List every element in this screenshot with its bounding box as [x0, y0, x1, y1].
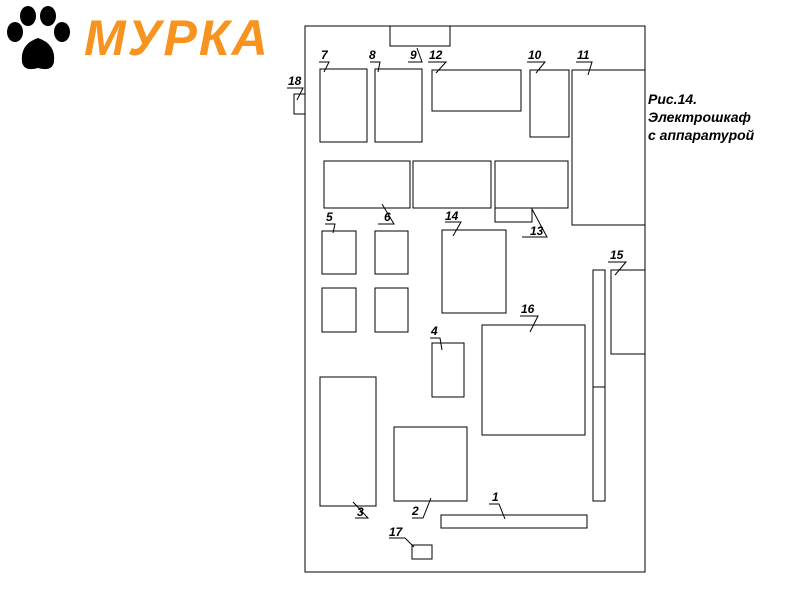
label-16: 16 — [521, 302, 535, 316]
label-9: 9 — [410, 48, 417, 62]
label-13: 13 — [530, 224, 544, 238]
label-18: 18 — [288, 74, 302, 88]
device-10 — [529, 69, 570, 138]
label-4: 4 — [430, 324, 438, 338]
device-18 — [293, 93, 306, 115]
device-6-mid — [412, 160, 492, 209]
label-12: 12 — [429, 48, 443, 62]
device-7 — [319, 68, 368, 143]
device-11 — [571, 69, 646, 226]
label-6: 6 — [384, 210, 391, 224]
leader-lines — [287, 47, 628, 548]
device-1 — [440, 514, 588, 529]
caption-line: с аппаратурой — [648, 127, 755, 143]
label-5: 5 — [326, 210, 333, 224]
label-10: 10 — [528, 48, 542, 62]
device-14 — [441, 229, 507, 314]
device-5b — [374, 230, 409, 275]
device-5a — [321, 230, 357, 275]
device-6-right — [494, 160, 569, 209]
label-1: 1 — [492, 490, 499, 504]
device-15 — [610, 269, 646, 355]
label-7: 7 — [321, 48, 329, 62]
figure-caption: Рис.14. Электрошкаф с аппаратурой — [648, 90, 798, 144]
label-14: 14 — [445, 209, 459, 223]
rail-15-lower — [592, 386, 606, 502]
label-11: 11 — [577, 48, 590, 62]
device-5d — [374, 287, 409, 333]
device-3 — [319, 376, 377, 507]
device-9 — [389, 25, 451, 47]
device-6-left — [323, 160, 411, 209]
caption-line: Рис.14. — [648, 91, 698, 107]
device-8 — [374, 68, 423, 143]
label-17: 17 — [389, 525, 404, 539]
device-12 — [431, 69, 522, 112]
caption-line: Электрошкаф — [648, 109, 751, 125]
label-8: 8 — [369, 48, 376, 62]
logo: МУРКА — [0, 0, 310, 78]
label-3: 3 — [357, 505, 364, 519]
device-13 — [494, 207, 533, 223]
label-2: 2 — [411, 504, 419, 518]
rail-15-upper — [592, 269, 606, 388]
device-17 — [411, 544, 433, 560]
device-16 — [481, 324, 586, 436]
device-4 — [431, 342, 465, 398]
paw-icon — [7, 6, 70, 70]
device-2 — [393, 426, 468, 502]
label-15: 15 — [610, 248, 624, 262]
logo-text: МУРКА — [84, 10, 270, 66]
device-5c — [321, 287, 357, 333]
